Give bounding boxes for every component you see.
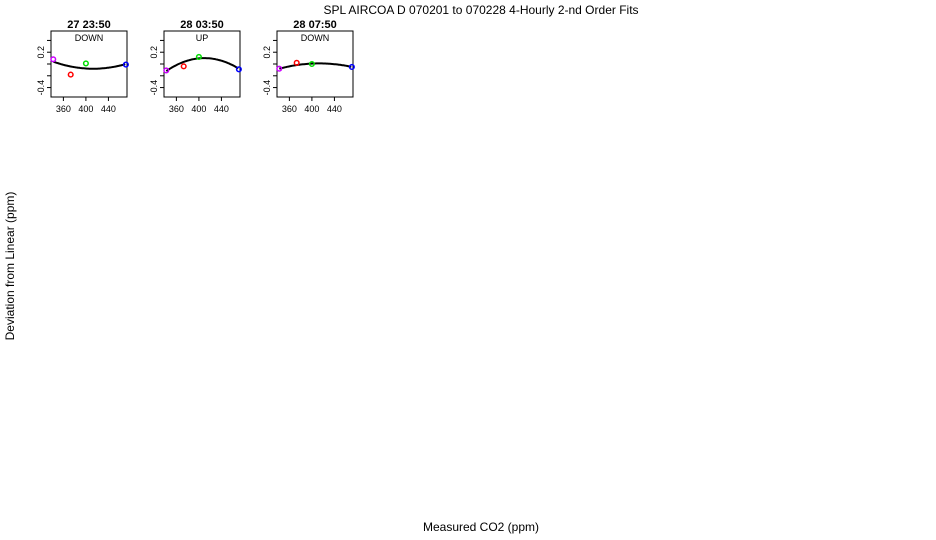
y-tick-label: 0.2	[149, 46, 159, 59]
data-point	[82, 60, 89, 67]
fit-curve	[279, 62, 352, 70]
data-point	[348, 63, 355, 70]
y-tick-label: 0.2	[36, 46, 46, 59]
panel-direction: DOWN	[75, 33, 104, 43]
data-point	[163, 67, 170, 74]
x-tick-label: 400	[78, 104, 93, 114]
fit-curve	[52, 60, 126, 70]
x-tick-label: 440	[214, 104, 229, 114]
data-point	[276, 65, 283, 72]
x-tick-label: 440	[101, 104, 116, 114]
data-point	[122, 61, 129, 68]
x-tick-label: 400	[191, 104, 206, 114]
y-axis-label: Deviation from Linear (ppm)	[3, 192, 17, 341]
x-axis-label: Measured CO2 (ppm)	[423, 520, 539, 534]
data-point	[195, 53, 202, 60]
panel-time: 28 07:50	[293, 19, 336, 31]
x-tick-label: 360	[169, 104, 184, 114]
data-point	[50, 56, 57, 63]
panel-time: 27 23:50	[67, 19, 110, 31]
data-point	[293, 59, 300, 66]
y-tick-label: -0.4	[149, 80, 159, 96]
panel-direction: DOWN	[301, 33, 330, 43]
data-point	[235, 66, 242, 73]
chart-title: SPL AIRCOA D 070201 to 070228 4-Hourly 2…	[323, 3, 638, 17]
data-point	[308, 60, 315, 68]
y-tick-label: -0.4	[262, 80, 272, 96]
data-point	[67, 71, 74, 78]
x-tick-label: 360	[56, 104, 71, 114]
x-tick-label: 440	[327, 104, 342, 114]
fit-curve	[165, 57, 239, 72]
data-point	[180, 63, 187, 70]
y-tick-label: 0.2	[262, 46, 272, 59]
x-tick-label: 400	[304, 104, 319, 114]
x-tick-label: 360	[282, 104, 297, 114]
panel-time: 28 03:50	[180, 19, 223, 31]
y-tick-label: -0.4	[36, 80, 46, 96]
panel-direction: UP	[196, 33, 209, 43]
